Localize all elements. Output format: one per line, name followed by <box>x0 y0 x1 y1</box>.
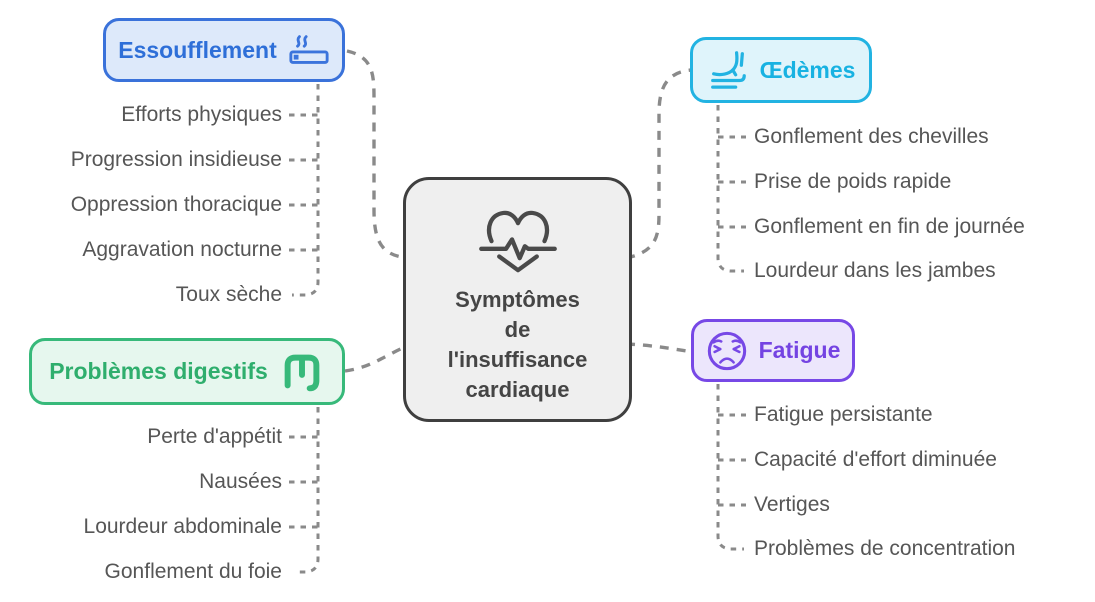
center-title-line: l'insuffisance <box>447 346 588 372</box>
trunk-oedemes <box>716 105 744 273</box>
symptom-item: Gonflement des chevilles <box>754 125 989 148</box>
center-title-line: Symptômes <box>455 286 580 312</box>
swollen-leg-icon <box>710 51 746 89</box>
center-title: Symptômes de l'insuffisance cardiaque <box>448 285 588 405</box>
symptom-item: Progression insidieuse <box>70 148 282 171</box>
branch-label-fatigue: Fatigue <box>758 337 841 363</box>
connector-center-fatigue <box>625 342 694 354</box>
center-title-line: de <box>504 316 531 342</box>
weary-face-icon <box>707 331 746 370</box>
symptom-item: Capacité d'effort diminuée <box>754 448 997 471</box>
branch-node-essoufflement: Essoufflement <box>103 18 345 82</box>
trunk-fatigue <box>716 384 744 551</box>
cigarette-icon <box>289 35 329 64</box>
symptom-item: Aggravation nocturne <box>82 238 282 261</box>
trunk-essoufflement <box>292 84 320 297</box>
branch-node-oedemes: Œdèmes <box>690 37 872 103</box>
symptom-item: Toux sèche <box>175 283 282 306</box>
symptom-item: Efforts physiques <box>121 103 282 126</box>
symptom-item: Nausées <box>199 470 282 493</box>
center-node: Symptômes de l'insuffisance cardiaque <box>403 177 632 422</box>
branch-node-fatigue: Fatigue <box>691 319 855 382</box>
symptom-item: Perte d'appétit <box>147 425 282 448</box>
symptom-item: Vertiges <box>754 493 830 516</box>
heart-pulse-icon <box>478 210 557 272</box>
connector-essoufflement-center <box>346 49 410 260</box>
symptom-item: Gonflement en fin de journée <box>754 215 1025 238</box>
intestine-icon <box>284 354 320 391</box>
symptom-item: Oppression thoracique <box>70 193 282 216</box>
branch-label-problemes-digestifs: Problèmes digestifs <box>49 358 268 384</box>
branch-label-essoufflement: Essoufflement <box>118 36 277 63</box>
symptom-item: Lourdeur dans les jambes <box>754 259 996 282</box>
trunk-digestif <box>294 407 320 574</box>
connector-center-oedemes <box>625 68 693 260</box>
symptom-item: Prise de poids rapide <box>754 170 952 193</box>
branch-node-problemes-digestifs: Problèmes digestifs <box>29 338 345 405</box>
symptom-item: Gonflement du foie <box>104 560 282 583</box>
center-title-line: cardiaque <box>465 376 570 402</box>
connector-digestif-center <box>344 343 410 373</box>
symptom-item: Problèmes de concentration <box>754 537 1016 560</box>
symptom-item: Fatigue persistante <box>754 403 933 426</box>
symptom-item: Lourdeur abdominale <box>83 515 282 538</box>
branch-label-oedemes: Œdèmes <box>759 56 856 83</box>
